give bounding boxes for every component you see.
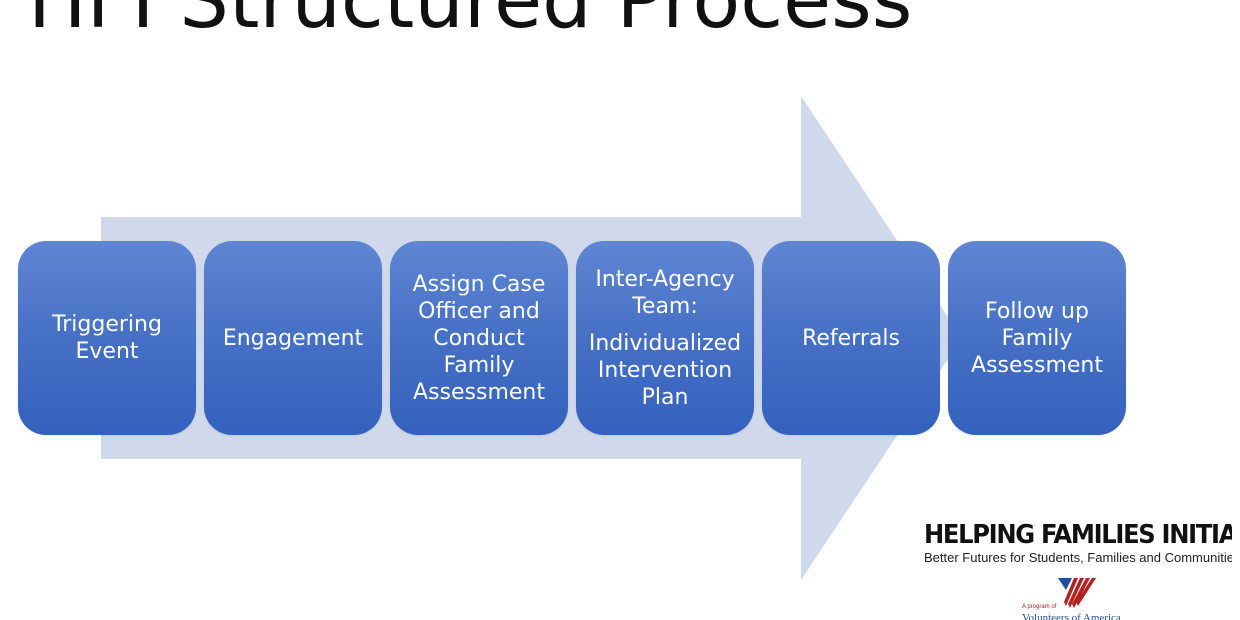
hfi-logo: HELPING FAMILIES INITIATIVE Better Futur… xyxy=(922,520,1232,620)
voa-logo-icon xyxy=(1058,578,1096,608)
step-label: Team: xyxy=(632,293,698,319)
slide-title: HFI Structured Process xyxy=(28,0,913,46)
step-label: Follow up xyxy=(985,298,1089,324)
step-label: Referrals xyxy=(802,325,900,351)
step-label: Inter-Agency xyxy=(595,266,735,292)
step-sublabel: Plan xyxy=(641,384,689,410)
logo-tagline: Better Futures for Students, Families an… xyxy=(924,550,1232,565)
step-assign-case-officer: Assign Case Officer and Conduct Family A… xyxy=(390,241,568,435)
logo-name: HELPING FAMILIES INITIATIVE xyxy=(924,520,1232,550)
step-label: Assessment xyxy=(413,379,545,405)
step-referrals: Referrals xyxy=(762,241,940,435)
step-inter-agency-team: Inter-Agency Team: Individualized Interv… xyxy=(576,241,754,435)
logo-organization: Volunteers of America xyxy=(1022,612,1121,620)
step-label: Assessment xyxy=(971,352,1103,378)
step-engagement: Engagement xyxy=(204,241,382,435)
step-label: Assign Case xyxy=(412,271,546,297)
step-sublabel: Individualized xyxy=(588,330,742,356)
step-label: Family xyxy=(443,352,515,378)
logo-program-of: A program of xyxy=(1022,604,1057,610)
step-label: Event xyxy=(75,339,139,364)
step-label: Family xyxy=(1001,325,1073,351)
step-label: Engagement xyxy=(222,325,364,351)
step-sublabel: Intervention xyxy=(597,357,733,383)
step-label: Triggering xyxy=(52,312,162,337)
step-label: Conduct xyxy=(433,325,525,351)
step-triggering-event: Triggering Event xyxy=(18,241,196,435)
step-follow-up-assessment: Follow up Family Assessment xyxy=(948,241,1126,435)
step-label: Officer and xyxy=(418,298,540,324)
